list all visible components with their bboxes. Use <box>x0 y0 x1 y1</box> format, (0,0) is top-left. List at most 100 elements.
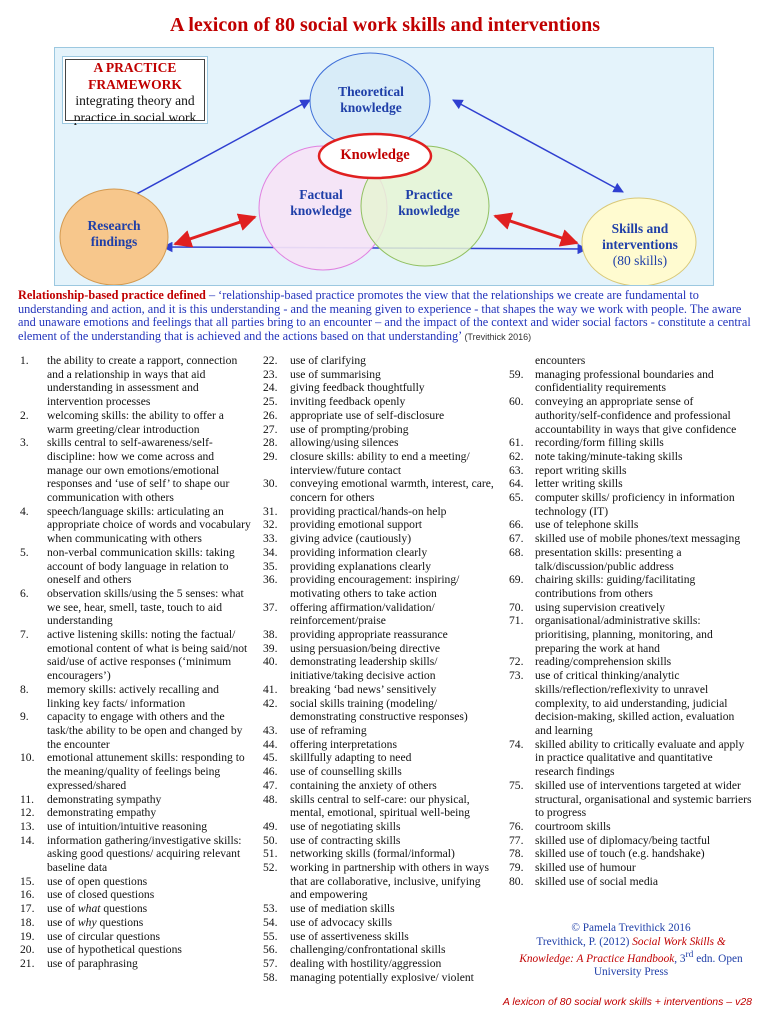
list-item-text: use of contracting skills <box>290 833 401 847</box>
relationship-based-practice-definition: Relationship-based practice defined – ‘r… <box>18 288 752 344</box>
list-item-text-part: use of <box>47 915 78 929</box>
list-item: 53.use of mediation skills <box>263 902 499 916</box>
list-item-text: closure skills: ability to end a meeting… <box>290 449 470 477</box>
list-item: 60. conveying an appropriate sense of aut… <box>509 395 752 436</box>
list-item-text: conveying an appropriate sense of author… <box>535 395 737 436</box>
list-item: 65.computer skills/ proficiency in infor… <box>509 491 752 518</box>
list-item-number: 79. <box>509 861 524 875</box>
list-item-text: skilled use of mobile phones/text messag… <box>535 532 741 546</box>
list-item-number: 60. <box>509 395 524 409</box>
research-findings-circle <box>59 188 169 285</box>
list-item-number: 1. <box>20 354 29 367</box>
list-item: 71. organisational/administrative skills:… <box>509 614 752 655</box>
list-item-number: 15. <box>20 874 35 888</box>
list-item: 80. skilled use of social media <box>509 875 752 889</box>
list-item-number: 58. <box>263 970 278 984</box>
list-item: 49.use of negotiating skills <box>263 820 499 834</box>
page-title: A lexicon of 80 social work skills and i… <box>169 14 601 36</box>
list-item: 2.welcoming skills: the ability to offer… <box>20 409 252 436</box>
list-item-text: providing information clearly <box>290 545 428 559</box>
list-item: 62.note taking/minute-taking skills <box>509 450 752 464</box>
list-item: 18.use of why questions <box>20 916 252 930</box>
list-item-number: 72. <box>509 655 524 669</box>
list-item-text: use of mediation skills <box>290 902 395 916</box>
list-item: 79.skilled use of humour <box>509 861 752 875</box>
list-item-text: the ability to create a rapport, connect… <box>47 354 238 409</box>
list-item-number: 25. <box>263 395 278 409</box>
list-item-text: use of closed questions <box>47 888 155 902</box>
arrow-theory-skills <box>452 99 624 193</box>
list-item: 13.use of intuition/intuitive reasoning <box>20 820 252 834</box>
list-item-number: 64. <box>509 477 524 491</box>
list-item-number: 70. <box>509 600 524 614</box>
list-item-text: letter writing skills <box>535 477 623 491</box>
list-item-text: skilled use of touch (e.g. handshake) <box>535 847 705 861</box>
list-item-text: chairing skills: guiding/facilitating co… <box>535 573 696 600</box>
list-item-number: 71. <box>509 614 524 628</box>
list-item-text: skilled use of social media <box>535 874 658 888</box>
list-item: 70.using supervision creatively <box>509 601 752 615</box>
list-item-text: inviting feedback openly <box>290 395 406 409</box>
list-item-number: 20. <box>20 943 35 957</box>
skills-list-column-1: 1. the ability to create a rapport, conne… <box>20 354 252 971</box>
list-item-number: 47. <box>263 778 278 792</box>
list-item-text: skills central to self-care: our physica… <box>290 792 470 820</box>
list-item-number: 42. <box>263 696 278 710</box>
list-item: 78.skilled use of touch (e.g. handshake) <box>509 847 752 861</box>
list-item-text: use of reframing <box>290 723 367 737</box>
list-item-text: information gathering/investigative skil… <box>47 833 242 875</box>
list-item-number: 36. <box>263 573 278 587</box>
copyright-line: © Pamela Trevithick 2016 <box>571 922 691 934</box>
list-item-text: observation skills/using the 5 senses: w… <box>47 586 244 628</box>
list-item: 8.memory skills: actively recalling and … <box>20 683 252 710</box>
list-item: 33.giving advice (cautiously) <box>263 532 499 546</box>
list-item-text: use of critical thinking/analytic skills… <box>535 669 735 737</box>
list-item: 48.skills central to self-care: our phys… <box>263 793 499 820</box>
list-item: 32.providing emotional support <box>263 518 499 532</box>
list-item-number: 67. <box>509 532 524 546</box>
list-item-text: offering affirmation/validation/ reinfor… <box>290 600 435 628</box>
list-item-number: 30. <box>263 477 278 491</box>
list-item: 9.capacity to engage with others and the… <box>20 710 252 751</box>
list-item-number: 55. <box>263 929 278 943</box>
list-item-number: 59. <box>509 367 524 381</box>
list-item-text: note taking/minute-taking skills <box>535 449 683 463</box>
list-item: 27.use of prompting/probing <box>263 423 499 437</box>
list-item: 7.active listening skills: noting the fa… <box>20 628 252 683</box>
list-item-text: offering interpretations <box>290 737 397 751</box>
list-item-text: managing professional boundaries and con… <box>535 367 714 395</box>
list-item-number: 11. <box>20 792 35 806</box>
list-item: 20.use of hypothetical questions <box>20 943 252 957</box>
list-item-number: 63. <box>509 463 524 477</box>
list-item: 58. managing potentially explosive/ viole… <box>263 971 499 985</box>
list-item-number: 77. <box>509 833 524 847</box>
list-item: 1. the ability to create a rapport, conne… <box>20 354 252 409</box>
list-item-text: use of what questions <box>47 902 252 916</box>
list-item-number: 38. <box>263 628 278 642</box>
list-item: 44.offering interpretations <box>263 738 499 752</box>
list-item-number: 34. <box>263 545 278 559</box>
list-item-text: courtroom skills <box>535 819 611 833</box>
list-item: 54.use of advocacy skills <box>263 916 499 930</box>
list-item-number: 50. <box>263 833 278 847</box>
list-item: 12.demonstrating empathy <box>20 806 252 820</box>
list-item-number: 29. <box>263 449 278 463</box>
list-item-text: providing explanations clearly <box>290 559 432 573</box>
list-item-text: organisational/administrative skills: pr… <box>535 614 713 655</box>
list-item-number: 52. <box>263 861 278 875</box>
list-item-number: 27. <box>263 422 278 436</box>
list-item-text: use of telephone skills <box>535 518 639 532</box>
practice-framework-box: A PRACTICE FRAMEWORK integrating theory … <box>63 57 207 125</box>
list-item-emphasis: why <box>77 915 97 929</box>
list-item-number: 80. <box>509 874 524 888</box>
arrow-practice-skills <box>493 212 579 247</box>
list-item: 10.emotional attunement skills: respondi… <box>20 751 252 792</box>
list-item-text: demonstrating sympathy <box>47 792 162 806</box>
list-item-text: managing potentially explosive/ violent <box>290 970 474 984</box>
list-item-text: use of assertiveness skills <box>290 929 409 943</box>
list-item-number: 26. <box>263 408 278 422</box>
list-item-number: 41. <box>263 682 278 696</box>
list-item: 55. use of assertiveness skills <box>263 930 499 944</box>
knowledge-oval <box>317 132 433 180</box>
